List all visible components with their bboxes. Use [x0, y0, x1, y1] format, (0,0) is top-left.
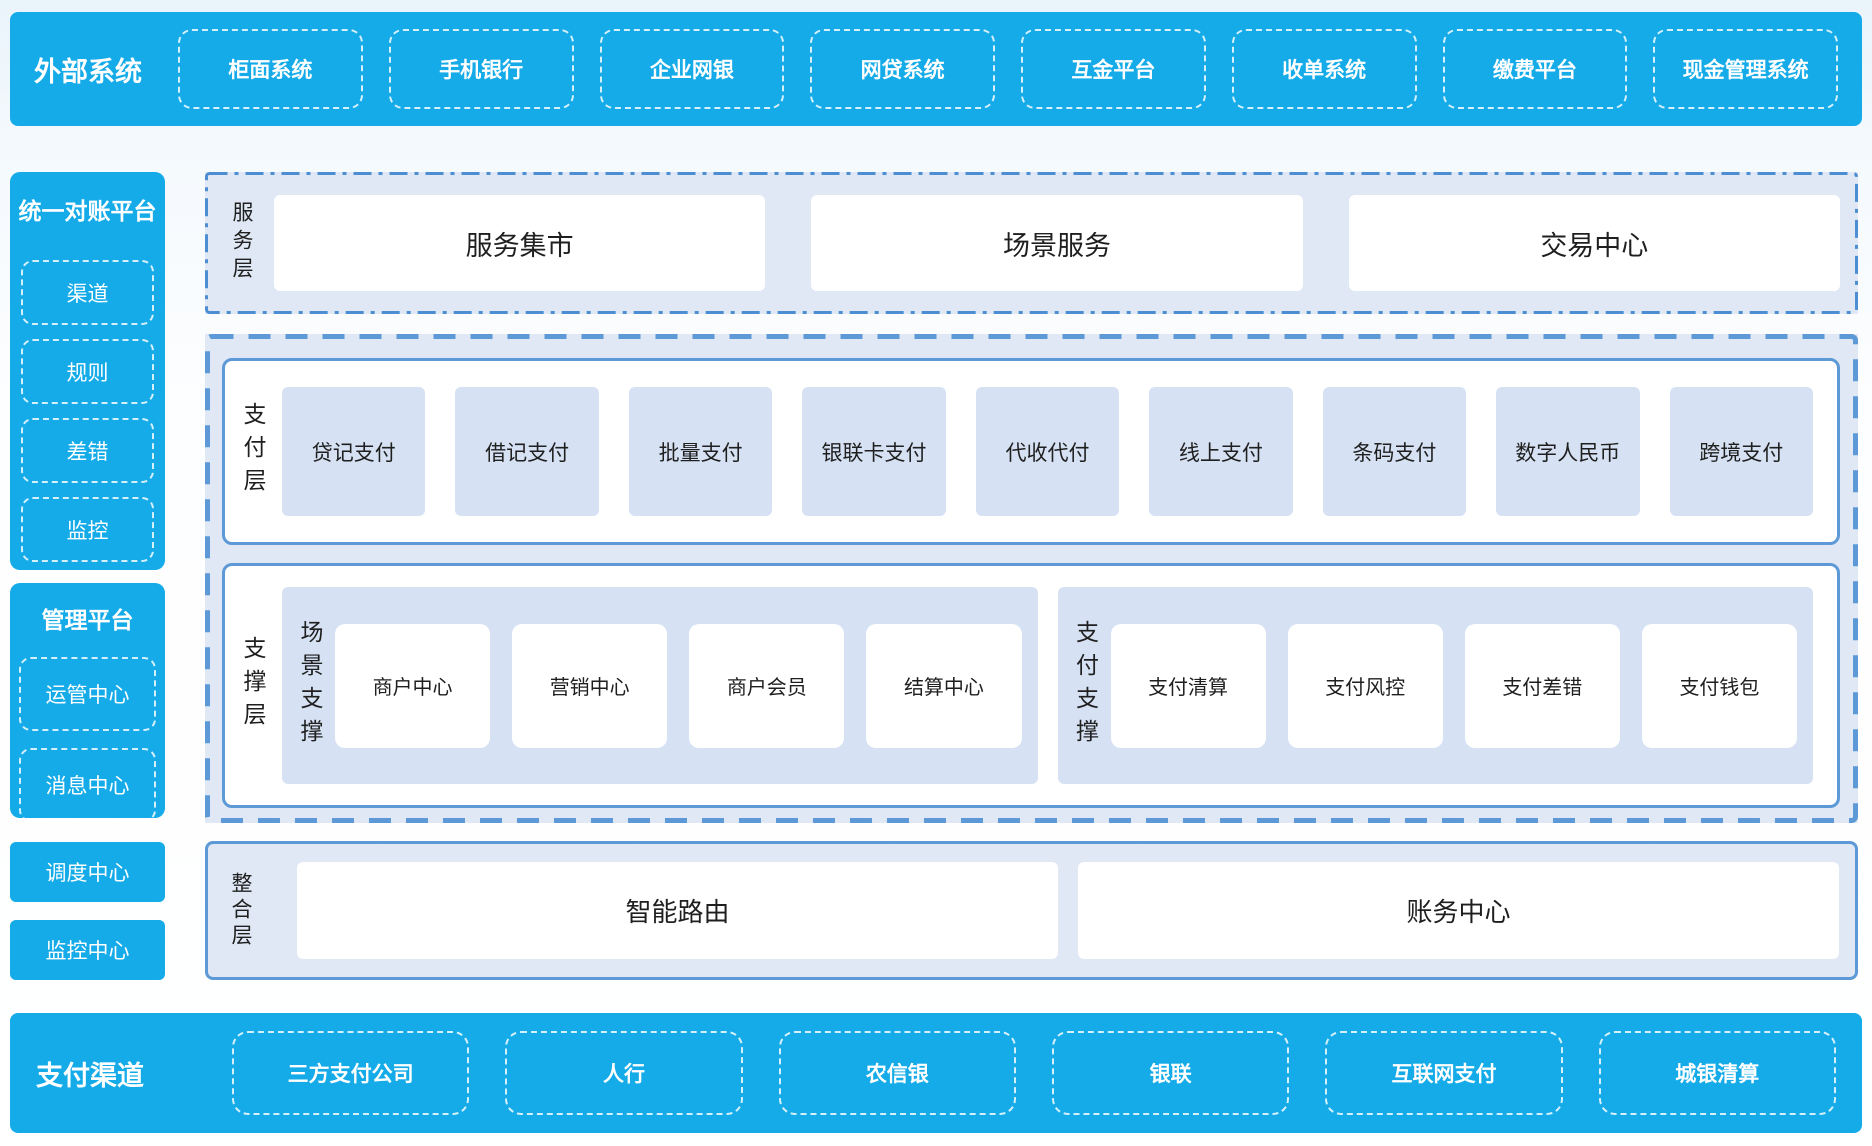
payment-node: 跨境支付 [1669, 387, 1813, 516]
support-node: 支付风控 [1287, 623, 1443, 748]
service-node: 场景服务 [811, 195, 1303, 291]
service-node: 服务集市 [274, 195, 766, 291]
service-layer-panel: 服务层 服务集市 场景服务 交易中心 [205, 172, 1858, 314]
payment-node: 借记支付 [455, 387, 599, 516]
payment-channel-node: 人行 [505, 1031, 743, 1115]
reconciliation-node: 渠道 [21, 260, 154, 325]
payment-channel-node: 银联 [1051, 1031, 1290, 1115]
payment-channel-node: 城银清算 [1598, 1031, 1836, 1115]
external-system-node: 柜面系统 [178, 29, 363, 109]
support-node: 支付钱包 [1641, 623, 1797, 748]
service-node: 交易中心 [1348, 195, 1840, 291]
payment-support-items: 支付清算 支付风控 支付差错 支付钱包 [1110, 623, 1797, 748]
support-node: 支付差错 [1464, 623, 1620, 748]
integration-layer-panel: 整合层 智能路由 账务中心 [205, 841, 1858, 980]
reconciliation-node: 监控 [21, 497, 154, 562]
external-systems-items: 柜面系统 手机银行 企业网银 网贷系统 互金平台 收单系统 缴费平台 现金管理系… [178, 29, 1838, 109]
external-system-node: 手机银行 [388, 29, 574, 109]
management-platform-block: 管理平台 运管中心 消息中心 [10, 583, 165, 822]
payment-channels-title: 支付渠道 [36, 1060, 144, 1091]
support-node: 营销中心 [512, 623, 668, 748]
support-node: 支付清算 [1110, 623, 1266, 748]
management-platform-title: 管理平台 [41, 607, 134, 633]
payment-node: 批量支付 [628, 387, 773, 516]
support-node: 结算中心 [866, 623, 1022, 748]
payment-support-group: 支付支撑 支付清算 支付风控 支付差错 支付钱包 [1057, 587, 1813, 784]
payment-support-container: 支付层 贷记支付 借记支付 批量支付 银联卡支付 代收代付 线上支付 条码支付 … [205, 334, 1858, 823]
payment-node: 代收代付 [975, 387, 1120, 516]
management-node: 消息中心 [19, 748, 156, 822]
scene-support-label: 场景支撑 [297, 619, 323, 752]
management-node: 运管中心 [19, 657, 156, 731]
support-node: 商户会员 [689, 623, 845, 748]
external-system-node: 现金管理系统 [1653, 29, 1838, 109]
external-system-node: 收单系统 [1231, 29, 1417, 109]
reconciliation-platform-block: 统一对账平台 渠道 规则 差错 监控 [10, 172, 165, 570]
payment-node: 银联卡支付 [802, 387, 946, 516]
monitor-center-block: 监控中心 [10, 920, 165, 980]
payment-channel-node: 农信银 [778, 1031, 1016, 1115]
payment-channel-node: 三方支付公司 [232, 1031, 470, 1115]
support-layer-label: 支撑层 [240, 636, 266, 735]
payment-channels-bar: 支付渠道 三方支付公司 人行 农信银 银联 互联网支付 城银清算 [10, 1013, 1862, 1133]
external-system-node: 缴费平台 [1442, 29, 1628, 109]
service-layer-label: 服务层 [230, 201, 253, 285]
payment-support-label: 支付支撑 [1072, 619, 1099, 752]
external-system-node: 互金平台 [1021, 29, 1206, 109]
external-systems-title: 外部系统 [34, 56, 142, 87]
integration-layer-items: 智能路由 账务中心 [297, 862, 1839, 959]
payment-node: 贷记支付 [282, 387, 426, 516]
support-node: 商户中心 [335, 623, 491, 748]
payment-channel-node: 互联网支付 [1325, 1031, 1563, 1115]
external-system-node: 企业网银 [599, 29, 785, 109]
dispatch-center-block: 调度中心 [10, 842, 165, 902]
scene-support-items: 商户中心 营销中心 商户会员 结算中心 [335, 623, 1022, 748]
external-systems-bar: 外部系统 柜面系统 手机银行 企业网银 网贷系统 互金平台 收单系统 缴费平台 … [10, 12, 1862, 126]
payment-layer-box: 支付层 贷记支付 借记支付 批量支付 银联卡支付 代收代付 线上支付 条码支付 … [222, 358, 1840, 545]
integration-node: 账务中心 [1078, 862, 1839, 959]
payment-layer-items: 贷记支付 借记支付 批量支付 银联卡支付 代收代付 线上支付 条码支付 数字人民… [282, 387, 1813, 516]
integration-node: 智能路由 [297, 862, 1058, 959]
payment-node: 数字人民币 [1496, 387, 1640, 516]
reconciliation-node: 差错 [21, 418, 154, 483]
reconciliation-platform-title: 统一对账平台 [18, 198, 157, 224]
management-platform-items: 运管中心 消息中心 [10, 657, 165, 822]
service-layer-items: 服务集市 场景服务 交易中心 [274, 195, 1840, 291]
reconciliation-platform-items: 渠道 规则 差错 监控 [10, 260, 165, 562]
external-system-node: 网贷系统 [810, 29, 995, 109]
scene-support-group: 场景支撑 商户中心 营销中心 商户会员 结算中心 [282, 587, 1038, 784]
integration-layer-label: 整合层 [229, 871, 252, 950]
payment-channels-items: 三方支付公司 人行 农信银 银联 互联网支付 城银清算 [232, 1031, 1836, 1115]
payment-node: 线上支付 [1149, 387, 1293, 516]
reconciliation-node: 规则 [21, 339, 154, 404]
payment-node: 条码支付 [1322, 387, 1467, 516]
support-layer-box: 支撑层 场景支撑 商户中心 营销中心 商户会员 结算中心 支付支撑 支付清算 支… [222, 563, 1840, 808]
payment-layer-label: 支付层 [240, 402, 266, 501]
support-layer-groups: 场景支撑 商户中心 营销中心 商户会员 结算中心 支付支撑 支付清算 支付风控 … [282, 587, 1813, 784]
